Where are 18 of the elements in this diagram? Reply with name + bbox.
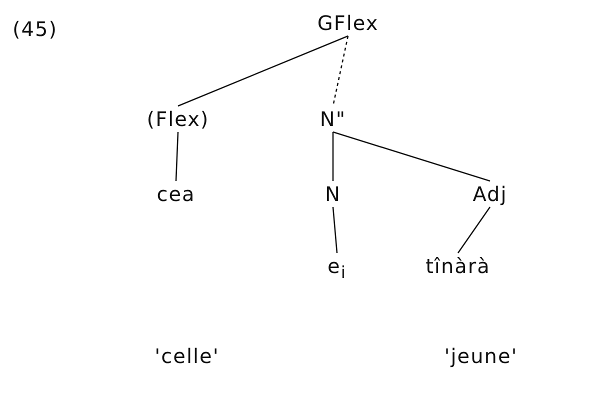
tree-branch — [178, 35, 348, 107]
tree-branch — [332, 206, 338, 254]
example-number: (45) — [12, 18, 58, 40]
tree-node-label: cea — [156, 183, 196, 205]
tree-node-label: (Flex) — [146, 108, 210, 130]
gloss-text: 'celle' — [154, 345, 220, 367]
tree-branch — [332, 36, 349, 106]
tree-node-label: tînàrà — [426, 255, 490, 277]
tree-node-label: Adj — [472, 183, 508, 205]
tree-node-label: GFlex — [317, 12, 379, 34]
tree-branch — [332, 131, 490, 182]
tree-branch — [175, 132, 179, 182]
tree-node-label: N" — [320, 108, 346, 130]
tree-branch — [332, 132, 334, 181]
gloss-text: 'jeune' — [444, 345, 518, 367]
tree-node-label: N — [325, 183, 341, 205]
tree-node-label: e$_{i}$ — [328, 255, 346, 282]
tree-branch — [457, 206, 491, 254]
